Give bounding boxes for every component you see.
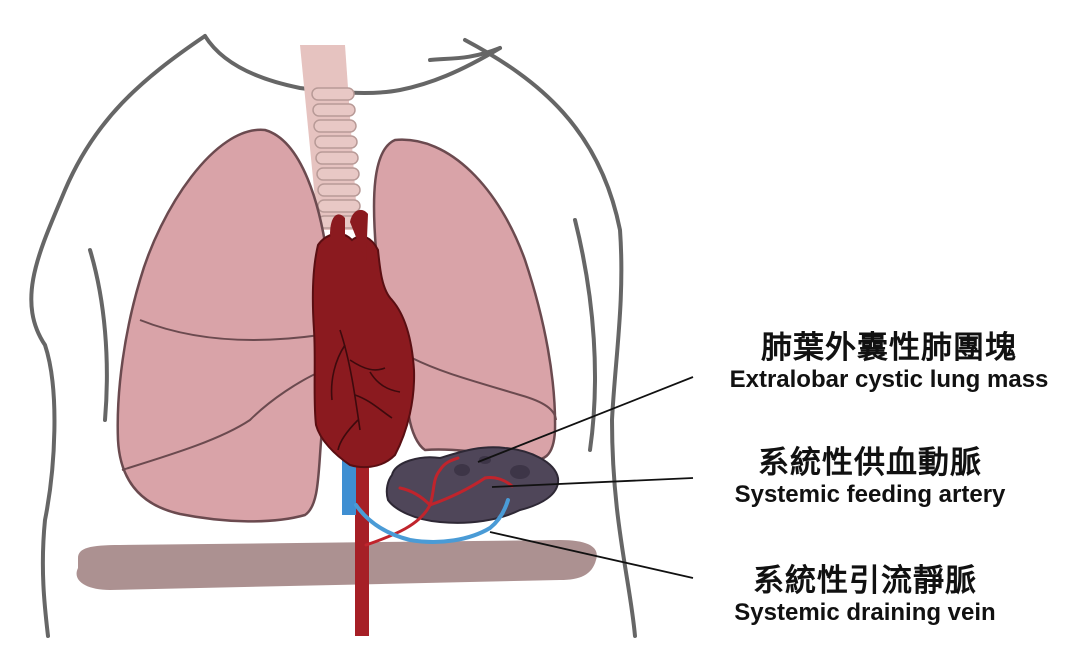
diaphragm xyxy=(76,540,597,590)
leader-line-vein xyxy=(489,531,694,579)
label-feeding-artery-en: Systemic feeding artery xyxy=(734,481,1006,508)
heart xyxy=(311,209,416,469)
left-lung-fissure xyxy=(411,357,557,421)
label-cystic-mass-en: Extralobar cystic lung mass xyxy=(729,366,1049,393)
label-cystic-mass: 肺葉外囊性肺團塊 Extralobar cystic lung mass xyxy=(700,330,1078,394)
body-outline xyxy=(29,34,637,638)
right-lung xyxy=(116,128,334,523)
feeding-artery xyxy=(364,456,514,547)
label-draining-vein-en: Systemic draining vein xyxy=(734,599,996,626)
vena-segment xyxy=(342,455,356,515)
coronary-vessels xyxy=(330,329,401,451)
leader-lines xyxy=(477,376,694,579)
leader-line-artery xyxy=(491,477,694,488)
trachea xyxy=(300,45,361,230)
leader-line-mass xyxy=(477,376,694,463)
label-feeding-artery-zh: 系統性供血動脈 xyxy=(758,445,982,481)
label-draining-vein: 系統性引流靜脈 Systemic draining vein xyxy=(700,563,1030,627)
label-feeding-artery: 系統性供血動脈 Systemic feeding artery xyxy=(700,445,1040,509)
label-draining-vein-zh: 系統性引流靜脈 xyxy=(753,563,977,599)
right-lung-fissures xyxy=(121,319,325,471)
draining-vein xyxy=(354,498,510,544)
label-cystic-mass-zh: 肺葉外囊性肺團塊 xyxy=(761,330,1017,366)
